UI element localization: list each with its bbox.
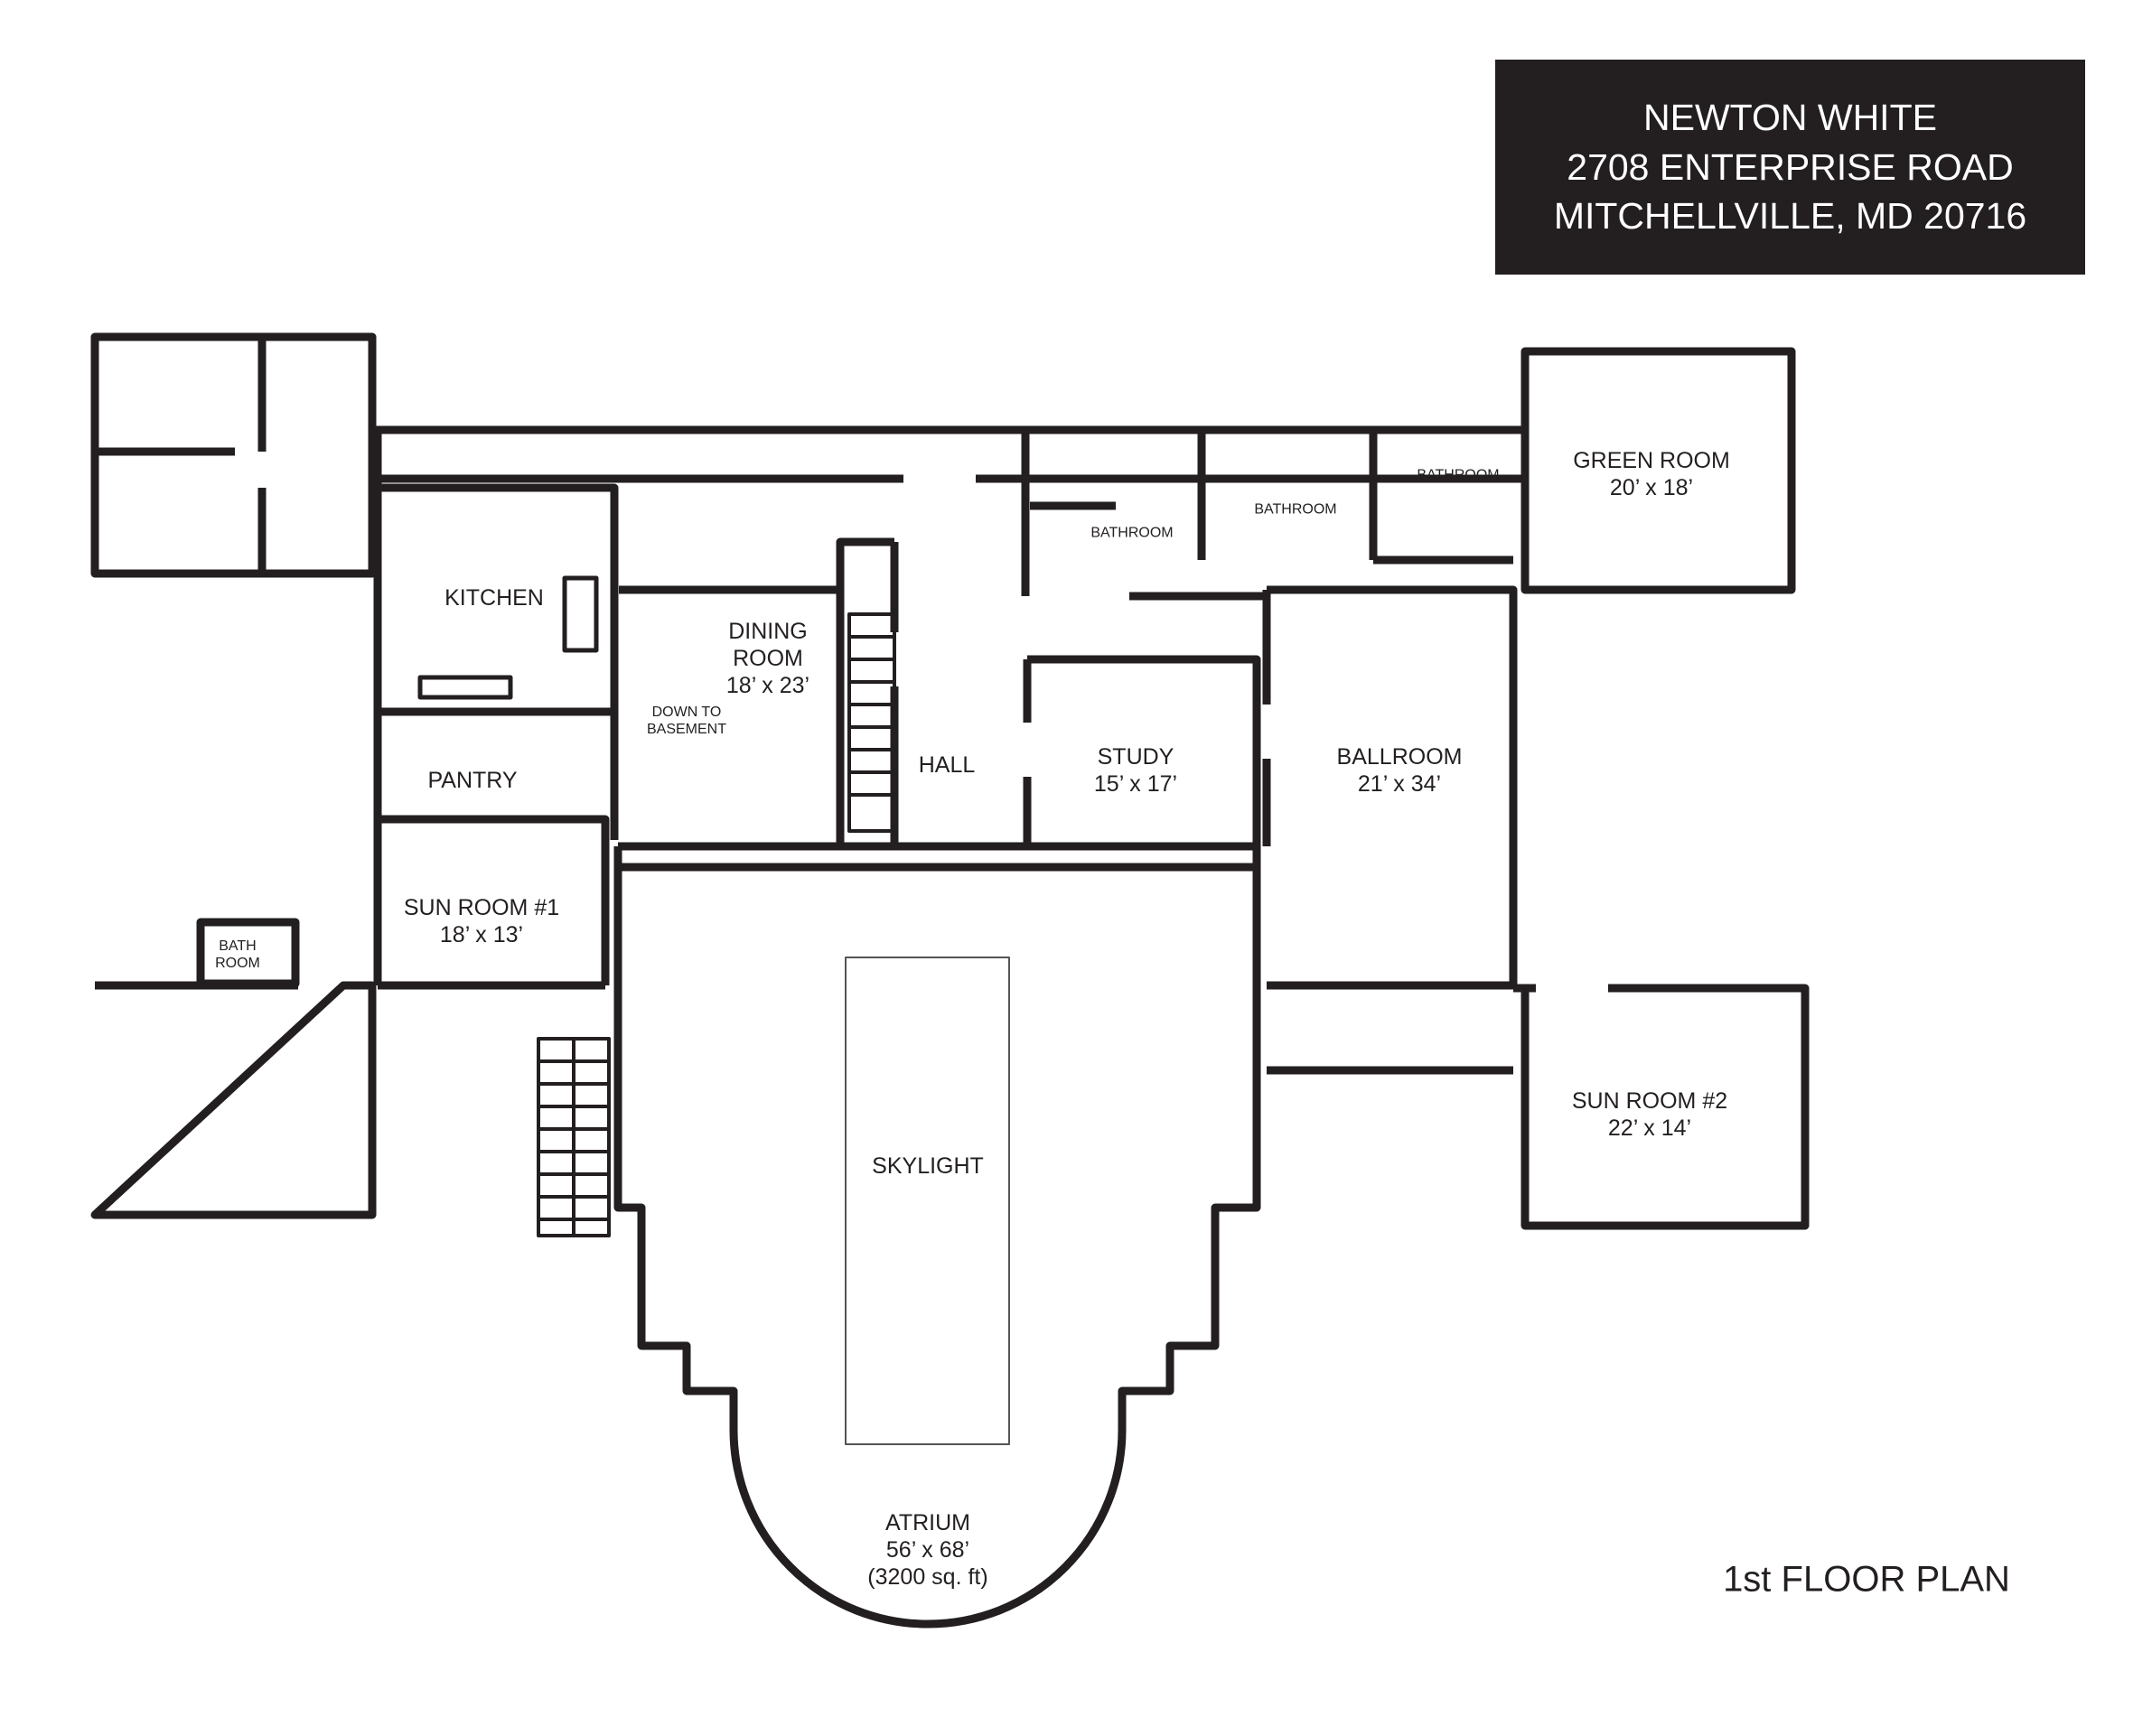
basement-stairs-label: DOWN TO BASEMENT xyxy=(647,704,726,738)
green-room-name: GREEN ROOM xyxy=(1573,448,1730,473)
venue-name: NEWTON WHITE xyxy=(1643,97,1937,139)
dining-room-label: DINING ROOM 18’ x 23’ xyxy=(726,618,809,699)
wall-garage-top-left-inner xyxy=(95,337,267,574)
pantry-label: PANTRY xyxy=(427,768,518,793)
atrium-area: (3200 sq. ft) xyxy=(867,1564,988,1590)
hall-label: HALL xyxy=(918,752,976,778)
sun-room-2-size: 22’ x 14’ xyxy=(1607,1115,1692,1141)
atrium-label: ATRIUM 56’ x 68’ (3200 sq. ft) xyxy=(867,1509,987,1591)
venue-address: 2708 ENTERPRISE ROAD xyxy=(1567,145,2014,188)
bath-room-small-label: BATH ROOM xyxy=(215,938,260,972)
sun-room-1-name: SUN ROOM #1 xyxy=(403,895,560,920)
wall-bathrooms xyxy=(1021,434,1513,601)
basement-line-2: BASEMENT xyxy=(646,722,727,737)
wall-hall-study xyxy=(1023,585,1518,985)
atrium-size: 56’ x 68’ xyxy=(885,1537,970,1563)
wall-sun-room-2 xyxy=(1513,984,1810,1230)
study-size: 15’ x 17’ xyxy=(1093,771,1178,797)
kitchen-label: KITCHEN xyxy=(444,585,544,611)
basement-line-1: DOWN TO xyxy=(651,704,722,720)
wall-left-wing xyxy=(373,430,619,985)
wall-atrium xyxy=(613,846,1261,1629)
bath-room-line-1: BATH xyxy=(219,938,257,954)
stairs-atrium xyxy=(537,1037,611,1237)
sun-room-2-name: SUN ROOM #2 xyxy=(1571,1088,1728,1114)
atrium-name: ATRIUM xyxy=(885,1510,970,1535)
dining-room-name-2: ROOM xyxy=(733,646,803,671)
study-name: STUDY xyxy=(1097,744,1174,770)
bath-room-line-2: ROOM xyxy=(215,956,260,971)
floor-plan-title: 1st FLOOR PLAN xyxy=(1723,1559,2010,1600)
bathroom-label-2: BATHROOM xyxy=(1254,501,1337,518)
bathroom-label-3: BATHROOM xyxy=(1417,467,1500,483)
stairs-hall xyxy=(847,612,896,833)
dining-room-name-1: DINING xyxy=(728,619,808,644)
kitchen-island xyxy=(562,575,599,653)
sun-room-1-size: 18’ x 13’ xyxy=(439,922,524,947)
sun-room-2-label: SUN ROOM #2 22’ x 14’ xyxy=(1572,1087,1727,1142)
wall-dining xyxy=(619,537,899,846)
green-room-size: 20’ x 18’ xyxy=(1609,475,1694,500)
wall-garage-bottom-left xyxy=(90,981,377,1219)
ballroom-label: BALLROOM 21’ x 34’ xyxy=(1337,743,1463,798)
bathroom-label-1: BATHROOM xyxy=(1090,525,1174,541)
skylight-label: SKYLIGHT xyxy=(872,1153,984,1179)
kitchen-counter xyxy=(417,675,513,700)
wall-green-room xyxy=(1520,347,1796,594)
wall-corridor xyxy=(618,842,1257,872)
title-box: NEWTON WHITE 2708 ENTERPRISE ROAD MITCHE… xyxy=(1495,60,2085,275)
study-label: STUDY 15’ x 17’ xyxy=(1094,743,1177,798)
sun-room-1-label: SUN ROOM #1 18’ x 13’ xyxy=(404,894,559,948)
skylight-outline xyxy=(845,957,1010,1445)
wall-sun-room-1 xyxy=(378,815,610,990)
dining-room-size: 18’ x 23’ xyxy=(725,673,810,698)
green-room-label: GREEN ROOM 20’ x 18’ xyxy=(1573,447,1730,501)
ballroom-size: 21’ x 34’ xyxy=(1357,771,1442,797)
venue-city: MITCHELLVILLE, MD 20716 xyxy=(1553,195,2027,238)
wall-east-corridor xyxy=(1267,981,1513,1075)
ballroom-name: BALLROOM xyxy=(1336,744,1463,770)
